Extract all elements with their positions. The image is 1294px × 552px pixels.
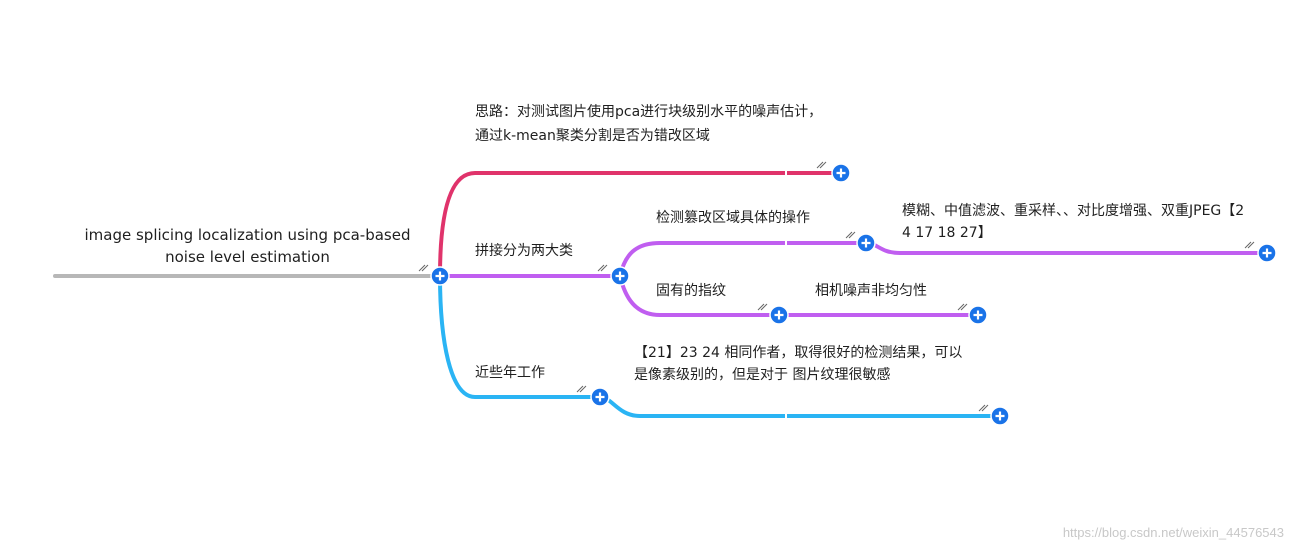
plus-circle-icon[interactable] [990,406,1010,426]
plus-circle-icon[interactable] [590,387,610,407]
double-slash-icon [418,264,429,272]
double-slash-icon [816,161,827,169]
double-slash-icon [597,264,608,272]
watermark: https://blog.csdn.net/weixin_44576543 [1062,525,1284,540]
plus-circle-icon[interactable] [831,163,851,183]
plus-circle-icon[interactable] [430,266,450,286]
double-slash-icon [845,231,856,239]
double-slash-icon [1244,241,1255,249]
line-break [785,170,787,176]
double-slash-icon [957,303,968,311]
double-slash-icon [576,385,587,393]
node-recent-label[interactable]: 近些年工作 [475,365,545,381]
branch-recent-line [438,274,602,399]
node-ops-list-label[interactable]: 模糊、中值滤波、重采样、、对比度增强、双重JPEG【2 4 17 18 27】 [902,203,1245,241]
plus-circle-icon[interactable] [610,266,630,286]
plus-circle-icon[interactable] [856,233,876,253]
node-detect-ops-label[interactable]: 检测篡改区域具体的操作 [656,210,810,226]
plus-circle-icon[interactable] [1257,243,1277,263]
node-idea-label[interactable]: 思路：对测试图片使用pca进行块级别水平的噪声估计，通过k-mean聚类分割是否… [475,104,823,144]
branch-ops-list-line [864,241,1269,255]
branch-detect-ops-line [618,241,868,278]
node-camera-noise-label[interactable]: 相机噪声非均匀性 [815,283,927,299]
plus-circle-icon[interactable] [769,305,789,325]
branch-idea-line [438,171,842,278]
branch-recent-detail-line [598,395,1002,418]
double-slash-icon [978,404,989,412]
root-node-label[interactable]: image splicing localization using pca-ba… [84,226,411,266]
plus-circle-icon[interactable] [968,305,988,325]
line-break [785,413,787,419]
node-two-types-label[interactable]: 拼接分为两大类 [475,243,573,259]
node-recent-detail-label[interactable]: 【21】23 24 相同作者，取得很好的检测结果，可以是像素级别的，但是对于 图… [634,345,963,383]
double-slash-icon [757,303,768,311]
node-inherent-label[interactable]: 固有的指纹 [656,283,726,299]
line-break [785,240,787,246]
